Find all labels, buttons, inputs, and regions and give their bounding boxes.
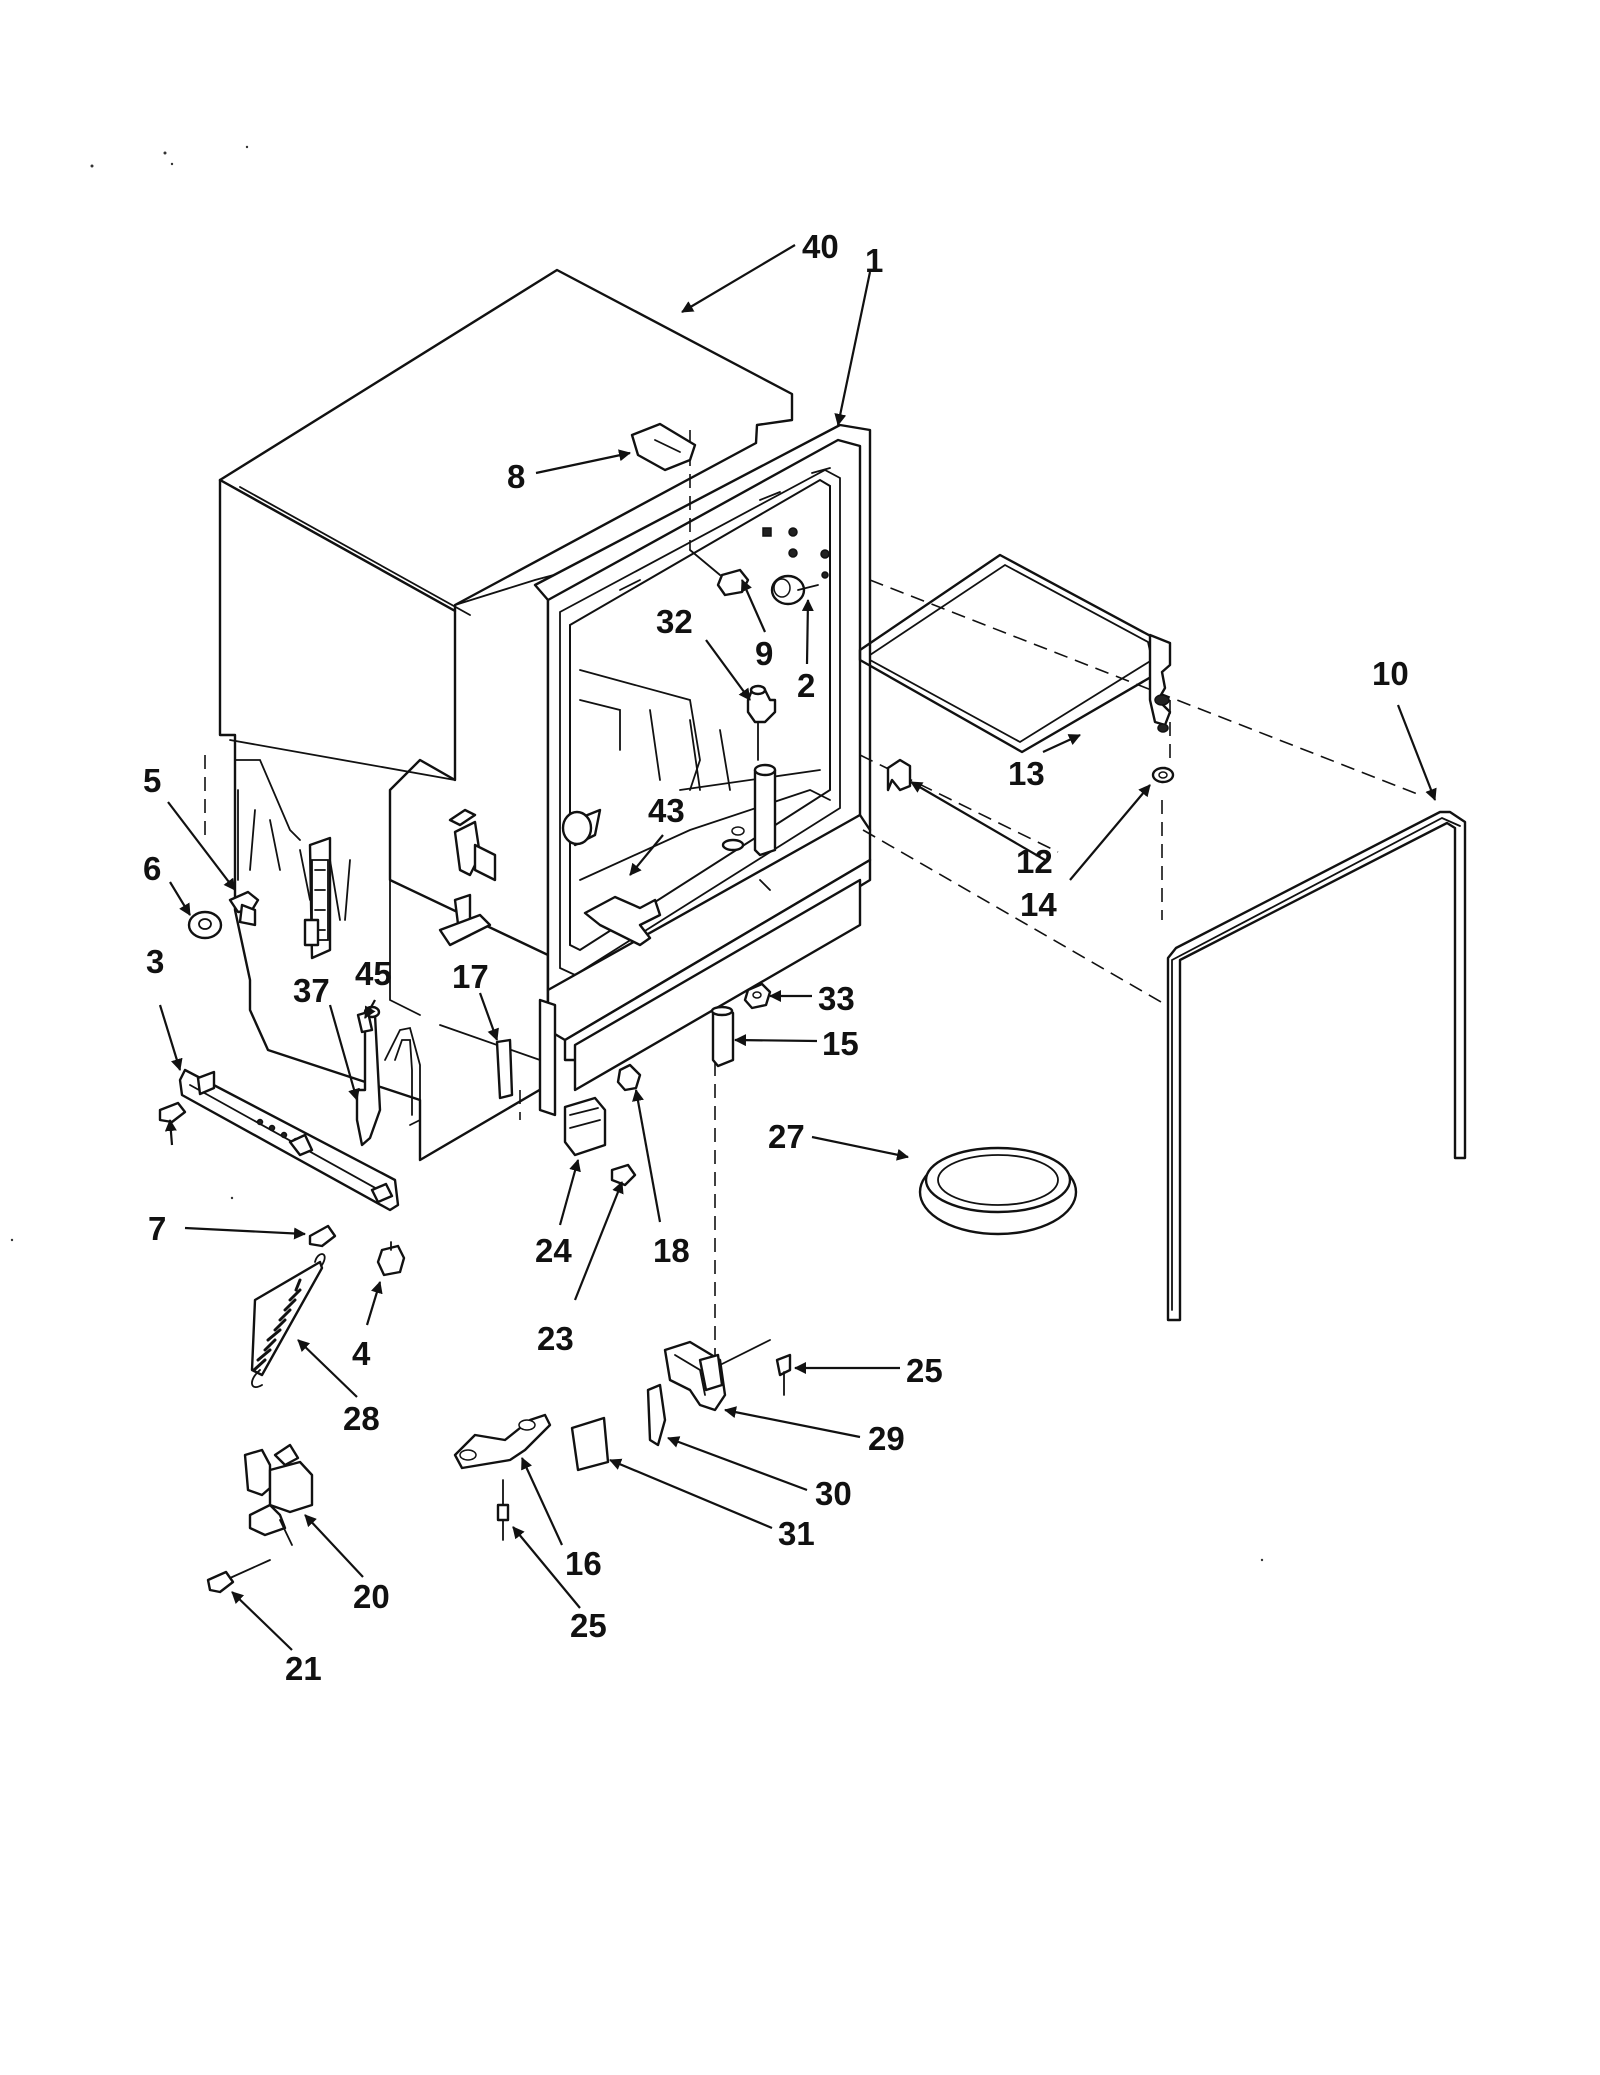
part-21-screw <box>206 1570 235 1594</box>
callout-28: 28 <box>343 1400 380 1437</box>
callout-43: 43 <box>648 792 685 829</box>
part-16-bracket <box>453 1413 552 1470</box>
callout-1: 1 <box>865 242 883 279</box>
callout-15: 15 <box>822 1025 859 1062</box>
callout-25-lower: 25 <box>570 1607 607 1644</box>
part-10-frame <box>1166 810 1467 1322</box>
callout-24: 24 <box>535 1232 572 1269</box>
leader-lines <box>158 244 1437 1651</box>
part-24-switch <box>563 1096 607 1157</box>
callout-45: 45 <box>355 955 392 992</box>
part-4-nut <box>376 1241 406 1277</box>
callout-37: 37 <box>293 972 330 1009</box>
callout-20: 20 <box>353 1578 390 1615</box>
part-18-foot <box>616 1063 642 1092</box>
callout-14: 14 <box>1020 886 1057 923</box>
part-20-valve <box>243 1443 314 1546</box>
callout-29: 29 <box>868 1420 905 1457</box>
callout-17: 17 <box>452 958 489 995</box>
tub-assembly <box>218 268 872 1162</box>
part-5-screw <box>228 890 260 927</box>
callout-32: 32 <box>656 603 693 640</box>
part-6-washer <box>187 910 223 940</box>
callout-12: 12 <box>1016 843 1053 880</box>
callout-9: 9 <box>755 635 773 672</box>
callout-5: 5 <box>143 762 161 799</box>
callout-labels: 40 1 8 9 2 32 10 13 12 14 43 5 6 3 45 37… <box>143 228 1409 1687</box>
part-7-screw-b <box>308 1224 337 1248</box>
part-3-rail <box>178 1068 400 1212</box>
assembly-lines <box>204 430 1421 1360</box>
part-8-clip <box>630 422 697 472</box>
callout-18: 18 <box>653 1232 690 1269</box>
callout-7: 7 <box>148 1210 166 1247</box>
part-29-latch <box>663 1339 771 1412</box>
callout-31: 31 <box>778 1515 815 1552</box>
part-27-ring <box>918 1146 1078 1236</box>
part-28-spring <box>250 1253 326 1388</box>
callout-8: 8 <box>507 458 525 495</box>
callout-16: 16 <box>565 1545 602 1582</box>
callout-6: 6 <box>143 850 161 887</box>
callout-4: 4 <box>352 1335 371 1372</box>
part-25-screw-a <box>775 1353 792 1396</box>
part-25-screw-b <box>496 1479 510 1541</box>
part-31-plate <box>570 1416 610 1472</box>
callout-2: 2 <box>797 667 815 704</box>
callout-25-upper: 25 <box>906 1352 943 1389</box>
part-7-screw-a <box>158 1101 187 1124</box>
part-21-shaft <box>229 1559 271 1579</box>
callout-27: 27 <box>768 1118 805 1155</box>
part-15-standoff <box>710 1005 735 1068</box>
callout-30: 30 <box>815 1475 852 1512</box>
callout-13: 13 <box>1008 755 1045 792</box>
part-12-clip <box>886 758 912 792</box>
callout-10: 10 <box>1372 655 1409 692</box>
part-17-strip <box>495 1038 514 1100</box>
part-13-bracket <box>858 553 1175 784</box>
callout-40: 40 <box>802 228 839 265</box>
scan-specks <box>10 145 1264 1562</box>
callout-33: 33 <box>818 980 855 1017</box>
part-23-screw <box>610 1163 637 1187</box>
part-2-knob <box>770 574 819 606</box>
part-32-column <box>746 684 777 761</box>
callout-23: 23 <box>537 1320 574 1357</box>
callout-3: 3 <box>146 943 164 980</box>
part-33-nut <box>743 982 772 1010</box>
part-30-lever <box>646 1383 667 1447</box>
callout-21: 21 <box>285 1650 322 1687</box>
